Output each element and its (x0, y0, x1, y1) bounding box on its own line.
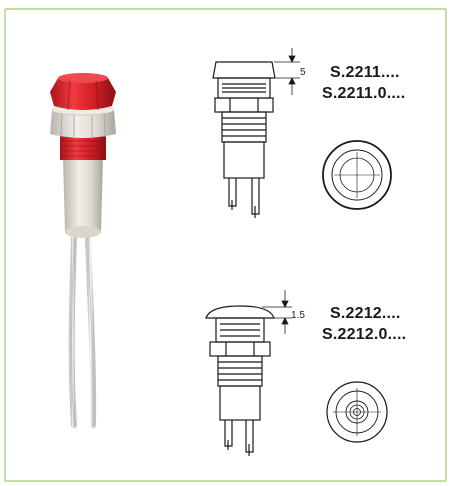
variant-2-code-a: S.2212.... (330, 305, 401, 322)
variant-2-cap-dimension (262, 290, 292, 334)
v1-body (223, 141, 265, 179)
v2-cap (205, 305, 275, 319)
v1-nut (214, 97, 274, 113)
v2-thread (217, 355, 263, 387)
v1-cap (212, 61, 276, 79)
variant-1-code-b: S.2211.0.... (322, 85, 406, 102)
variant-1-code-a: S.2211.... (330, 64, 400, 81)
v1-thread (221, 111, 267, 143)
lamp-cap (50, 78, 116, 110)
variant-2-front-view (326, 381, 388, 443)
variant-1-cap-dimension (274, 48, 300, 95)
variant-1-front-view (322, 140, 392, 210)
lamp-body (63, 158, 103, 238)
v2-nut (209, 341, 271, 357)
variant-1-dimension-label: 5 (300, 67, 306, 78)
variant-2-code-b: S.2212.0.... (322, 326, 407, 343)
variant-2-dimension-label: 1.5 (291, 310, 305, 321)
variant-2-side-view (205, 305, 275, 456)
indicator-lamp-photo (50, 73, 116, 428)
lamp-nut (50, 110, 116, 138)
variant-1-side-view (212, 61, 276, 218)
v2-body (219, 385, 261, 421)
